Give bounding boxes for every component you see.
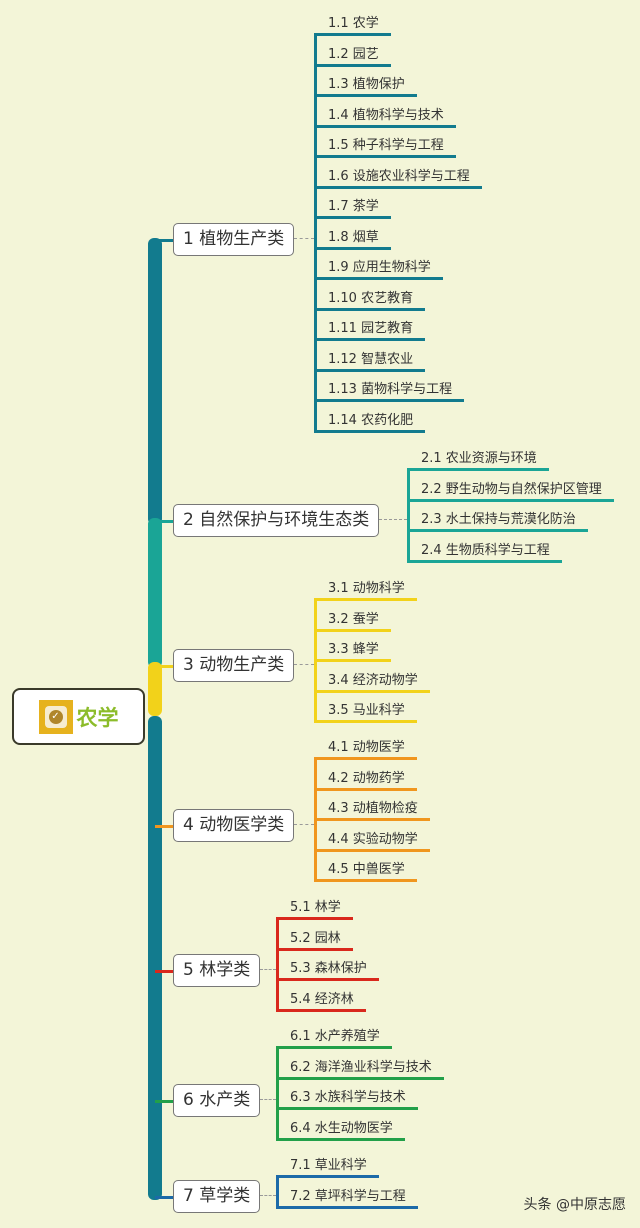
category-to-leaves-connector bbox=[260, 1099, 276, 1101]
category-node-1[interactable]: 1 植物生产类 bbox=[173, 223, 295, 256]
branch-line bbox=[407, 468, 410, 563]
leaf-item[interactable]: 2.1 农业资源与环境 bbox=[407, 449, 549, 471]
leaf-item[interactable]: 1.4 植物科学与技术 bbox=[314, 106, 456, 128]
trunk-segment-4 bbox=[148, 716, 162, 1200]
watermark: 头条 @中原志愿 bbox=[523, 1197, 626, 1213]
category-connector bbox=[155, 1196, 175, 1199]
category-node-6[interactable]: 6 水产类 bbox=[173, 1084, 261, 1117]
category-to-leaves-connector bbox=[294, 664, 314, 666]
branch-line bbox=[276, 917, 279, 1012]
category-to-leaves-connector bbox=[294, 238, 314, 240]
leaf-item[interactable]: 3.1 动物科学 bbox=[314, 579, 417, 601]
check-badge-icon: ✓ bbox=[38, 699, 73, 734]
leaf-item[interactable]: 5.3 森林保护 bbox=[276, 959, 379, 981]
leaf-item[interactable]: 1.3 植物保护 bbox=[314, 75, 417, 97]
leaf-item[interactable]: 7.1 草业科学 bbox=[276, 1156, 379, 1178]
leaf-item[interactable]: 6.3 水族科学与技术 bbox=[276, 1088, 418, 1110]
leaf-item[interactable]: 3.5 马业科学 bbox=[314, 701, 417, 723]
leaf-item[interactable]: 6.2 海洋渔业科学与技术 bbox=[276, 1058, 444, 1080]
leaf-item[interactable]: 3.3 蜂学 bbox=[314, 640, 391, 662]
category-connector bbox=[155, 970, 175, 973]
category-node-3[interactable]: 3 动物生产类 bbox=[173, 649, 295, 682]
leaf-item[interactable]: 3.2 蚕学 bbox=[314, 610, 391, 632]
leaf-item[interactable]: 1.7 茶学 bbox=[314, 197, 391, 219]
category-connector bbox=[155, 239, 175, 242]
trunk-segment-3 bbox=[148, 662, 162, 716]
category-to-leaves-connector bbox=[294, 824, 314, 826]
leaf-item[interactable]: 4.1 动物医学 bbox=[314, 738, 417, 760]
leaf-item[interactable]: 6.4 水生动物医学 bbox=[276, 1119, 405, 1141]
category-to-leaves-connector bbox=[260, 969, 276, 971]
leaf-item[interactable]: 1.5 种子科学与工程 bbox=[314, 136, 456, 158]
category-node-2[interactable]: 2 自然保护与环境生态类 bbox=[173, 504, 380, 537]
leaf-item[interactable]: 7.2 草坪科学与工程 bbox=[276, 1187, 418, 1209]
leaf-item[interactable]: 1.2 园艺 bbox=[314, 45, 391, 67]
leaf-item[interactable]: 2.4 生物质科学与工程 bbox=[407, 541, 562, 563]
root-node[interactable]: ✓ 农学 bbox=[12, 688, 145, 745]
category-connector bbox=[155, 520, 175, 523]
leaf-item[interactable]: 1.8 烟草 bbox=[314, 228, 391, 250]
category-node-5[interactable]: 5 林学类 bbox=[173, 954, 261, 987]
leaf-item[interactable]: 1.6 设施农业科学与工程 bbox=[314, 167, 482, 189]
leaf-item[interactable]: 5.2 园林 bbox=[276, 929, 353, 951]
category-to-leaves-connector bbox=[379, 519, 407, 521]
category-to-leaves-connector bbox=[260, 1195, 276, 1197]
leaf-item[interactable]: 1.11 园艺教育 bbox=[314, 319, 426, 341]
root-label: 农学 bbox=[76, 705, 119, 730]
leaf-item[interactable]: 5.1 林学 bbox=[276, 898, 353, 920]
category-node-7[interactable]: 7 草学类 bbox=[173, 1180, 261, 1213]
branch-line bbox=[276, 1175, 279, 1209]
leaf-item[interactable]: 1.1 农学 bbox=[314, 14, 391, 36]
leaf-item[interactable]: 2.2 野生动物与自然保护区管理 bbox=[407, 480, 614, 502]
leaf-item[interactable]: 4.3 动植物检疫 bbox=[314, 799, 430, 821]
leaf-item[interactable]: 1.9 应用生物科学 bbox=[314, 258, 443, 280]
category-connector bbox=[155, 665, 175, 668]
leaf-item[interactable]: 4.4 实验动物学 bbox=[314, 830, 430, 852]
category-connector bbox=[155, 825, 175, 828]
leaf-item[interactable]: 3.4 经济动物学 bbox=[314, 671, 430, 693]
leaf-item[interactable]: 1.13 菌物科学与工程 bbox=[314, 380, 465, 402]
category-node-4[interactable]: 4 动物医学类 bbox=[173, 809, 295, 842]
leaf-item[interactable]: 6.1 水产养殖学 bbox=[276, 1027, 392, 1049]
branch-line bbox=[314, 33, 317, 433]
leaf-item[interactable]: 4.2 动物药学 bbox=[314, 769, 417, 791]
category-connector bbox=[155, 1100, 175, 1103]
leaf-item[interactable]: 4.5 中兽医学 bbox=[314, 860, 417, 882]
leaf-item[interactable]: 1.10 农艺教育 bbox=[314, 289, 426, 311]
leaf-item[interactable]: 5.4 经济林 bbox=[276, 990, 366, 1012]
leaf-item[interactable]: 1.12 智慧农业 bbox=[314, 350, 426, 372]
trunk-segment-2 bbox=[148, 518, 162, 668]
leaf-item[interactable]: 1.14 农药化肥 bbox=[314, 411, 426, 433]
branch-line bbox=[276, 1046, 279, 1141]
trunk-segment-1 bbox=[148, 238, 162, 525]
leaf-item[interactable]: 2.3 水土保持与荒漠化防治 bbox=[407, 510, 588, 532]
